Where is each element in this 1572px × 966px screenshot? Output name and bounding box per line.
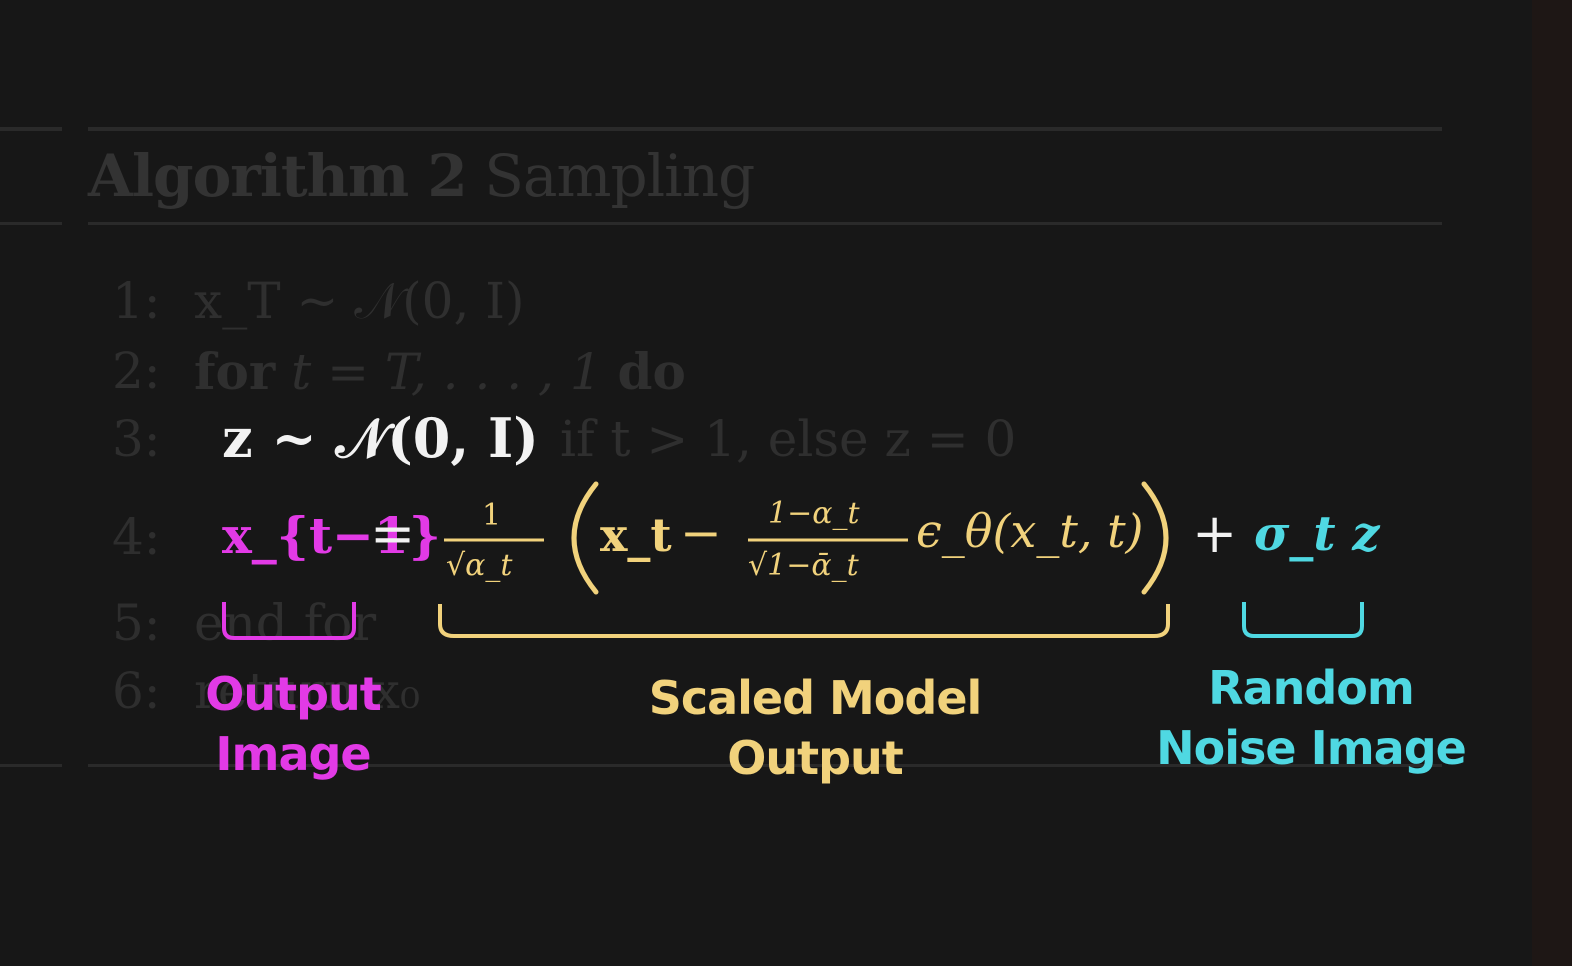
top-rule-left [0,127,62,131]
line-number-2: 2: [112,342,161,400]
scale-numerator: 1 [482,498,502,533]
output-image-label: Output Image [186,664,400,784]
scaled-underbrace [438,604,1170,638]
random-label-line-2: Noise Image [1156,721,1467,775]
bottom-rule-left [0,764,62,767]
right-big-paren [1141,481,1169,595]
line-2-range: t = T, . . . , 1 [291,343,602,401]
coef-denominator: √1−ᾱ_t [748,548,859,583]
random-noise-image-label: Random Noise Image [1130,658,1492,778]
line-2-text: for t = T, . . . , 1 do [194,342,686,401]
top-rule [88,127,1442,131]
line-1-text: x_T ~ 𝒩(0, I) [194,272,525,330]
right-edge-strip [1532,0,1572,966]
algorithm-title-bold: Algorithm 2 [88,142,468,210]
epsilon-theta-term: ϵ_θ(x_t, t) [916,504,1144,558]
line-number-3: 3: [112,410,161,468]
coef-numerator: 1−α_t [768,496,860,531]
scaled-label-line-1: Scaled Model [648,671,983,725]
formula-noise-term: σ_t z [1254,506,1380,562]
title-rule-left [0,222,62,225]
z-sample-line: z ~ 𝒩(0, I) [222,406,539,470]
scale-denominator: √α_t [446,548,513,583]
formula-lhs: x_{t−1} [222,506,441,565]
scaled-model-output-label: Scaled Model Output [610,668,1020,788]
bottom-rule [88,764,1442,767]
line-2-for-keyword: for [194,342,276,401]
random-label-line-1: Random [1208,661,1415,715]
line-3-condition: if t > 1, else z = 0 [560,410,1017,468]
algorithm-title-rest: Sampling [484,142,755,210]
line-number-5: 5: [112,594,161,652]
line-2-do-keyword: do [617,342,686,401]
line-6-text: return x₀ [194,662,421,720]
formula-inner-x: x_t [600,508,672,562]
output-label-line-2: Image [215,727,371,781]
line-number-6: 6: [112,662,161,720]
output-label-line-1: Output [205,667,382,721]
title-rule [88,222,1442,225]
formula-equals: = [370,502,416,565]
algorithm-title: Algorithm 2 Sampling [88,142,755,210]
left-big-paren [571,481,599,595]
formula-minus: − [680,504,722,562]
line-number-1: 1: [112,272,161,330]
line-number-4: 4: [112,508,161,566]
scaled-label-line-2: Output [727,731,904,785]
random-underbrace [1242,602,1364,638]
formula-plus: + [1192,502,1238,565]
output-underbrace [222,602,356,640]
